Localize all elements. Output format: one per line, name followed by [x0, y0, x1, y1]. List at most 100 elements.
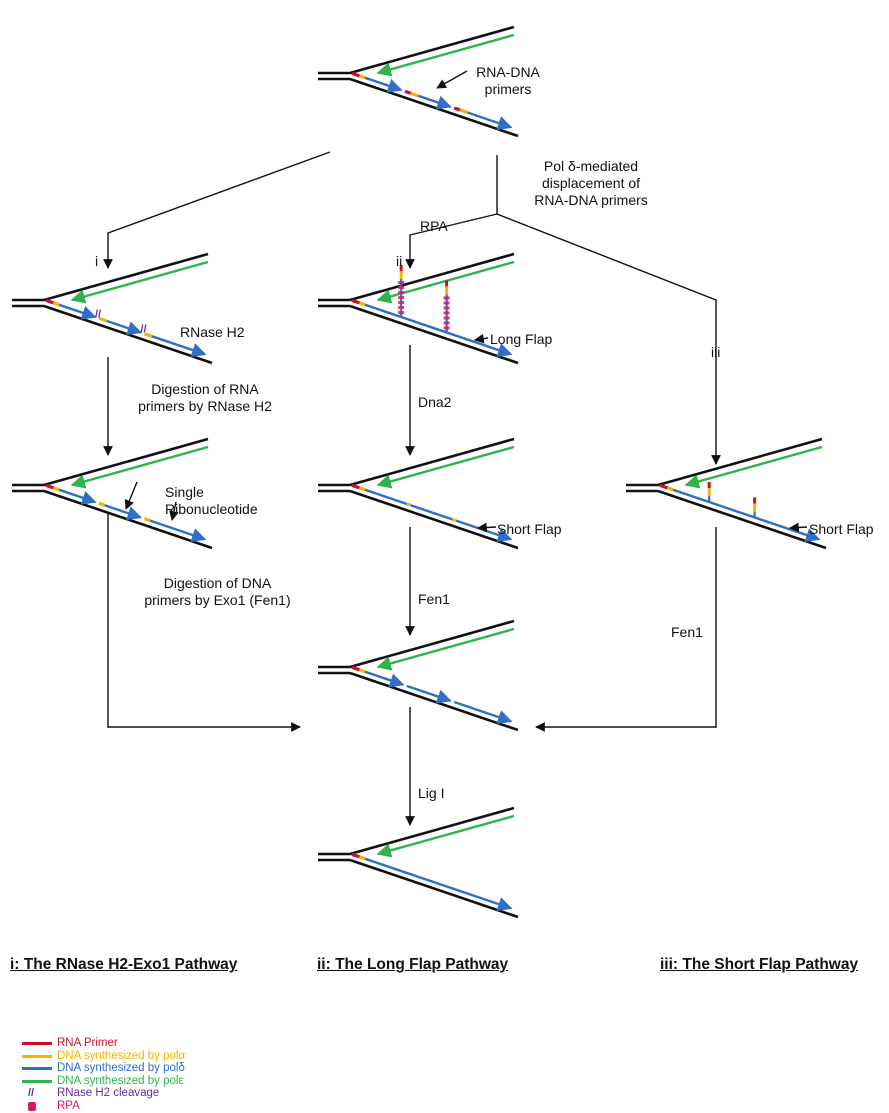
title-pathway-i: i: The RNase H2-Exo1 Pathway	[10, 956, 238, 973]
pol-delta	[754, 516, 821, 542]
legend-swatch	[22, 1067, 52, 1070]
pol-alpha	[98, 316, 108, 323]
pol-delta	[708, 500, 756, 519]
legend-swatch	[22, 1054, 52, 1058]
rna-primer	[351, 483, 361, 490]
pol-delta	[104, 504, 142, 521]
rpa-bead	[398, 291, 405, 295]
fork-i-rnase: ////	[12, 252, 213, 365]
fork-upper-strand	[43, 437, 209, 487]
pol-alpha	[406, 502, 412, 507]
pointer-short-flap-ii	[477, 522, 497, 533]
flow-to-i	[103, 151, 331, 269]
pol-alpha-3	[459, 108, 468, 115]
legend-swatch	[22, 1079, 52, 1083]
pol-delta	[58, 488, 97, 505]
leading-strand-pol-epsilon	[684, 445, 823, 489]
fork-upper-strand	[43, 252, 209, 302]
leading-strand-pol-epsilon	[376, 33, 515, 77]
pol-delta	[453, 700, 513, 724]
leading-strand-pol-epsilon	[70, 260, 209, 304]
pointer-long-flap	[474, 333, 489, 344]
rna-primer	[351, 665, 361, 672]
label-lig1: Lig I	[418, 785, 445, 801]
rpa-bead	[398, 296, 405, 300]
title-pathway-ii: ii: The Long Flap Pathway	[317, 956, 509, 973]
rnase-cleavage-icon: //	[28, 1087, 35, 1099]
pol-delta	[149, 519, 207, 542]
rpa-bead	[443, 311, 450, 315]
pol-alpha	[143, 332, 153, 338]
label-path-ii: ii	[396, 253, 403, 269]
pol-alpha	[52, 301, 60, 307]
rpa-bead	[443, 316, 450, 320]
pol-delta-1	[364, 76, 403, 93]
leading-strand-pol-epsilon	[376, 445, 515, 489]
fork-lower-strand	[349, 489, 519, 550]
fork-after-fen1	[318, 619, 519, 732]
title-pathway-iii: iii: The Short Flap Pathway	[660, 956, 859, 973]
rpa-bead	[398, 306, 405, 310]
rpa-bead	[398, 301, 405, 305]
pol-delta	[364, 488, 408, 506]
flow-to-iii	[496, 213, 721, 465]
fork-ii-long-flap	[318, 252, 519, 365]
flow-iii-to-merge	[535, 527, 717, 732]
label-long-flap: Long Flap	[490, 331, 553, 347]
label-fen1-iii: Fen1	[671, 624, 703, 640]
rna-primer	[351, 298, 361, 305]
pol-alpha	[98, 501, 106, 507]
pol-alpha	[358, 301, 366, 307]
fork-lower-strand	[349, 671, 519, 732]
rpa-bead	[398, 311, 405, 315]
fork-lower-strand	[349, 77, 519, 138]
flow-to-ii	[405, 213, 498, 269]
pol-delta	[406, 684, 452, 704]
rna-primer-3	[453, 106, 461, 112]
fork-upper-strand	[657, 437, 823, 487]
rna-primer	[659, 483, 669, 490]
label-rnase-h2: RNase H2	[180, 324, 245, 340]
rpa-bead	[443, 321, 450, 325]
pol-alpha	[52, 486, 60, 492]
pol-alpha	[143, 517, 151, 523]
fork-upper-strand	[349, 252, 515, 302]
rpa-bead	[398, 281, 405, 285]
rnase-h2-cleavage-mark: //	[140, 324, 146, 336]
pol-alpha-1	[358, 74, 366, 80]
label-short-flap-ii: Short Flap	[497, 521, 562, 537]
label-dna2: Dna2	[418, 394, 452, 410]
pointer-ribonucleotide-2	[169, 501, 179, 521]
rna-primer-1	[351, 71, 361, 78]
label-fen1-ii: Fen1	[418, 591, 450, 607]
pol-delta-2	[417, 94, 452, 110]
leading-strand-pol-epsilon	[376, 627, 515, 671]
rpa-bead	[443, 306, 450, 310]
fork-lower-strand	[349, 858, 519, 919]
label-rpa: RPA	[420, 218, 448, 234]
fork-upper-strand	[349, 619, 515, 669]
fork-i-single-ribonucleotide	[12, 437, 213, 550]
pointer-short-flap-iii	[789, 522, 808, 533]
pol-delta	[672, 488, 710, 504]
pol-delta	[151, 335, 207, 357]
pol-delta	[58, 303, 97, 320]
rpa-bead	[443, 326, 450, 330]
label-short-flap-iii: Short Flap	[809, 521, 874, 537]
pol-alpha	[358, 855, 366, 861]
rpa-bead	[398, 286, 405, 290]
fork-lower-strand	[657, 489, 827, 550]
legend-label: RNase H2 cleavage	[57, 1087, 160, 1099]
legend-label: RNA Primer	[57, 1037, 118, 1049]
fork-upper-strand	[349, 806, 515, 856]
fork-iii-short-flap	[626, 437, 827, 550]
rna-primer	[45, 483, 55, 490]
pol-delta	[364, 303, 402, 319]
legend-label: RPA	[57, 1099, 80, 1112]
